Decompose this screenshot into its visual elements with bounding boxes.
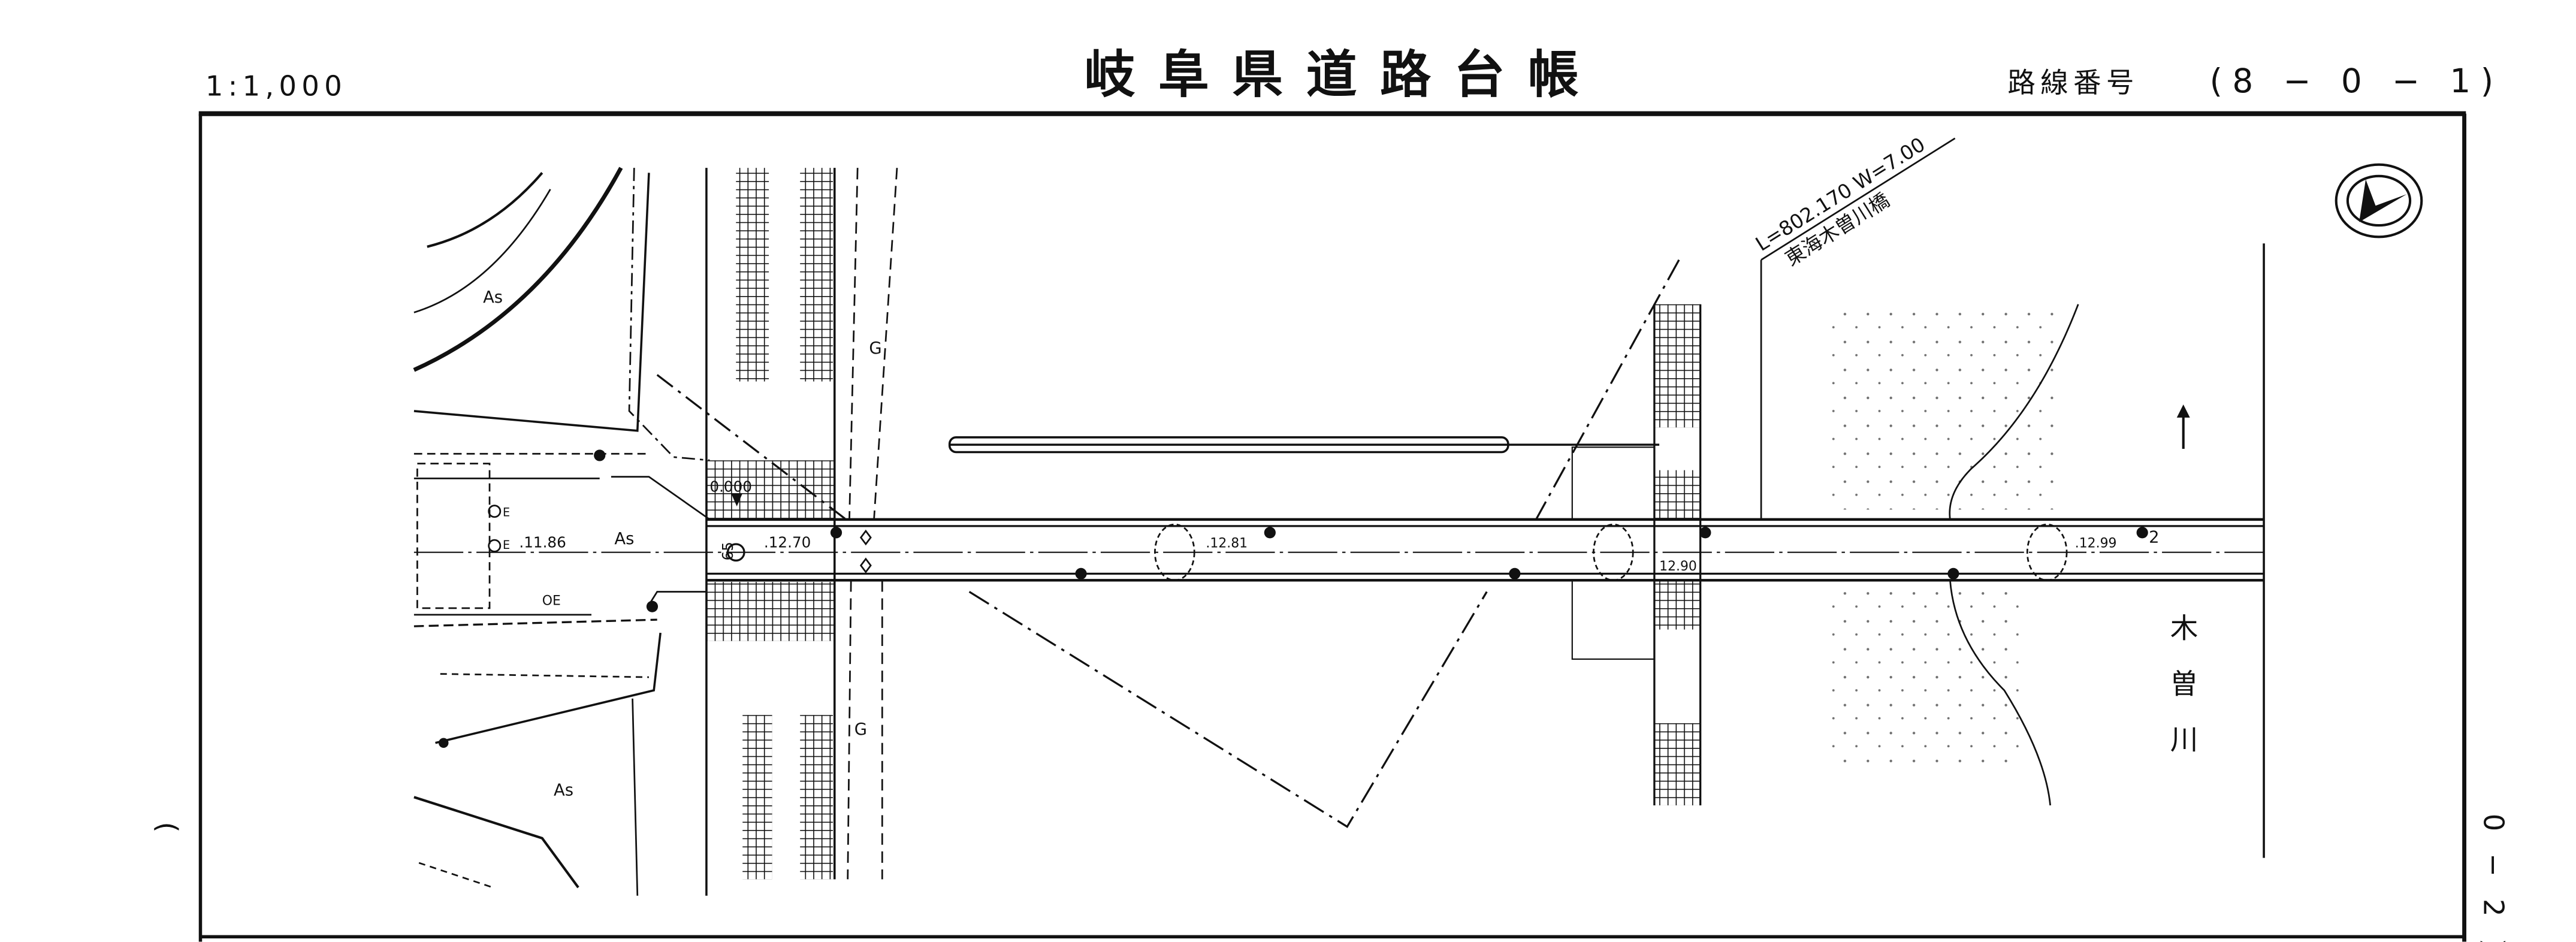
flow-arrow-icon bbox=[2176, 404, 2190, 449]
river-name-char-1: 木 bbox=[2170, 612, 2198, 644]
surface-label-gravel: G bbox=[869, 339, 881, 358]
river-name-char-3: 川 bbox=[2170, 724, 2198, 756]
route-number: (8 − 0 − 1) bbox=[2210, 62, 2503, 100]
river-bank bbox=[1823, 243, 2265, 858]
e-label: OE bbox=[542, 593, 561, 608]
route-number-label: 路線番号 bbox=[2007, 67, 2139, 99]
elevation-label: 12.90 bbox=[1659, 559, 1697, 574]
river-name-char-2: 曽 bbox=[2170, 668, 2198, 701]
surface-label-as: As bbox=[614, 530, 634, 548]
surface-label-as: As bbox=[554, 781, 573, 799]
lower-left-lots bbox=[413, 632, 662, 896]
north-arrow-icon bbox=[2335, 163, 2423, 238]
elevation-label: .12.81 bbox=[1206, 536, 1248, 551]
surface-label-gravel: G bbox=[854, 720, 867, 739]
upper-left-lots bbox=[413, 167, 710, 461]
e-label: E bbox=[503, 538, 510, 552]
scale-label: 1:1,000 bbox=[206, 70, 347, 102]
e-label: E bbox=[503, 505, 510, 519]
route-marker-65: 65 bbox=[719, 542, 736, 560]
start-point-label: 0.000 bbox=[709, 478, 752, 495]
elevation-label: .12.70 bbox=[764, 533, 811, 551]
main-road bbox=[413, 463, 2264, 627]
boundary-lines bbox=[656, 259, 1680, 828]
elevation-label: .11.86 bbox=[519, 533, 566, 551]
sheet-continuation-number: 0 − 2 ) bbox=[2477, 814, 2509, 942]
sheet-frame bbox=[198, 111, 2466, 942]
elevation-label: .12.99 bbox=[2075, 536, 2117, 551]
left-margin-mark: ( bbox=[151, 822, 183, 832]
levee bbox=[1571, 137, 1956, 805]
page-title: 岐阜県道路台帳 bbox=[1085, 46, 1602, 105]
surface-label-as: As bbox=[483, 288, 503, 307]
manhole-markers bbox=[439, 449, 2148, 748]
cross-road-left bbox=[705, 168, 898, 896]
water-pipe bbox=[948, 436, 1660, 454]
end-marker-label: 2 bbox=[2149, 528, 2159, 547]
